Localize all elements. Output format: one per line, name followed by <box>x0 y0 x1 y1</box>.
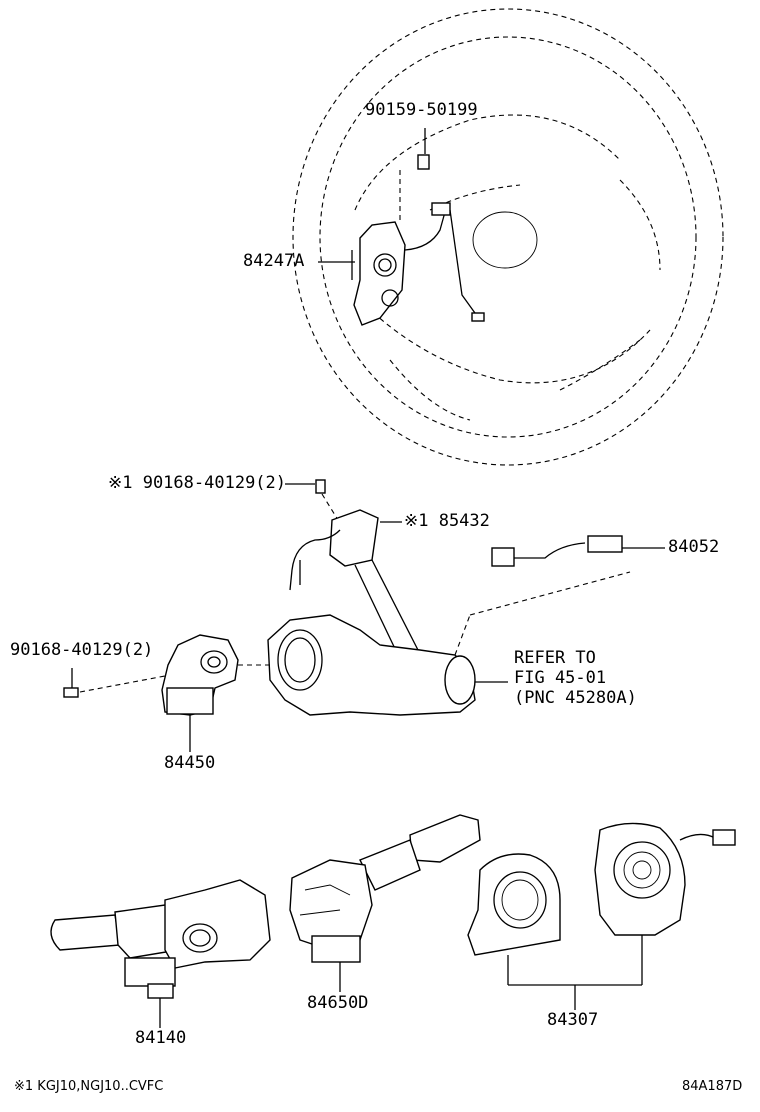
label-bolt-left[interactable]: 90168-40129(2) <box>10 640 154 660</box>
label-wire-84052[interactable]: 84052 <box>668 537 720 557</box>
label-sensor-85432[interactable]: ※1 85432 <box>404 511 490 531</box>
spiral-cable-84307 <box>467 822 736 1010</box>
label-switch-84247a[interactable]: 84247A <box>243 251 305 271</box>
switch-84140 <box>50 879 271 1028</box>
label-refer-line3[interactable]: (PNC 45280A) <box>514 688 637 708</box>
label-clock-84450[interactable]: 84450 <box>164 753 216 773</box>
label-refer-line1[interactable]: REFER TO <box>514 648 596 668</box>
label-switch-84140[interactable]: 84140 <box>135 1028 187 1048</box>
clock-spring-84450 <box>63 634 270 752</box>
label-refer-line2[interactable]: FIG 45-01 <box>514 668 607 688</box>
label-bolt-top[interactable]: 90159-50199 <box>365 100 478 120</box>
figure-code: 84A187D <box>682 1079 743 1094</box>
label-spiral-84307[interactable]: 84307 <box>547 1010 599 1030</box>
column-assembly <box>267 479 665 716</box>
footnote: ※1 KGJ10,NGJ10..CVFC <box>14 1079 164 1094</box>
steering-wheel <box>292 8 724 466</box>
label-bolt-mark[interactable]: ※1 90168-40129(2) <box>108 473 287 493</box>
switch-84650d <box>289 814 481 992</box>
label-switch-84650d[interactable]: 84650D <box>307 993 369 1013</box>
